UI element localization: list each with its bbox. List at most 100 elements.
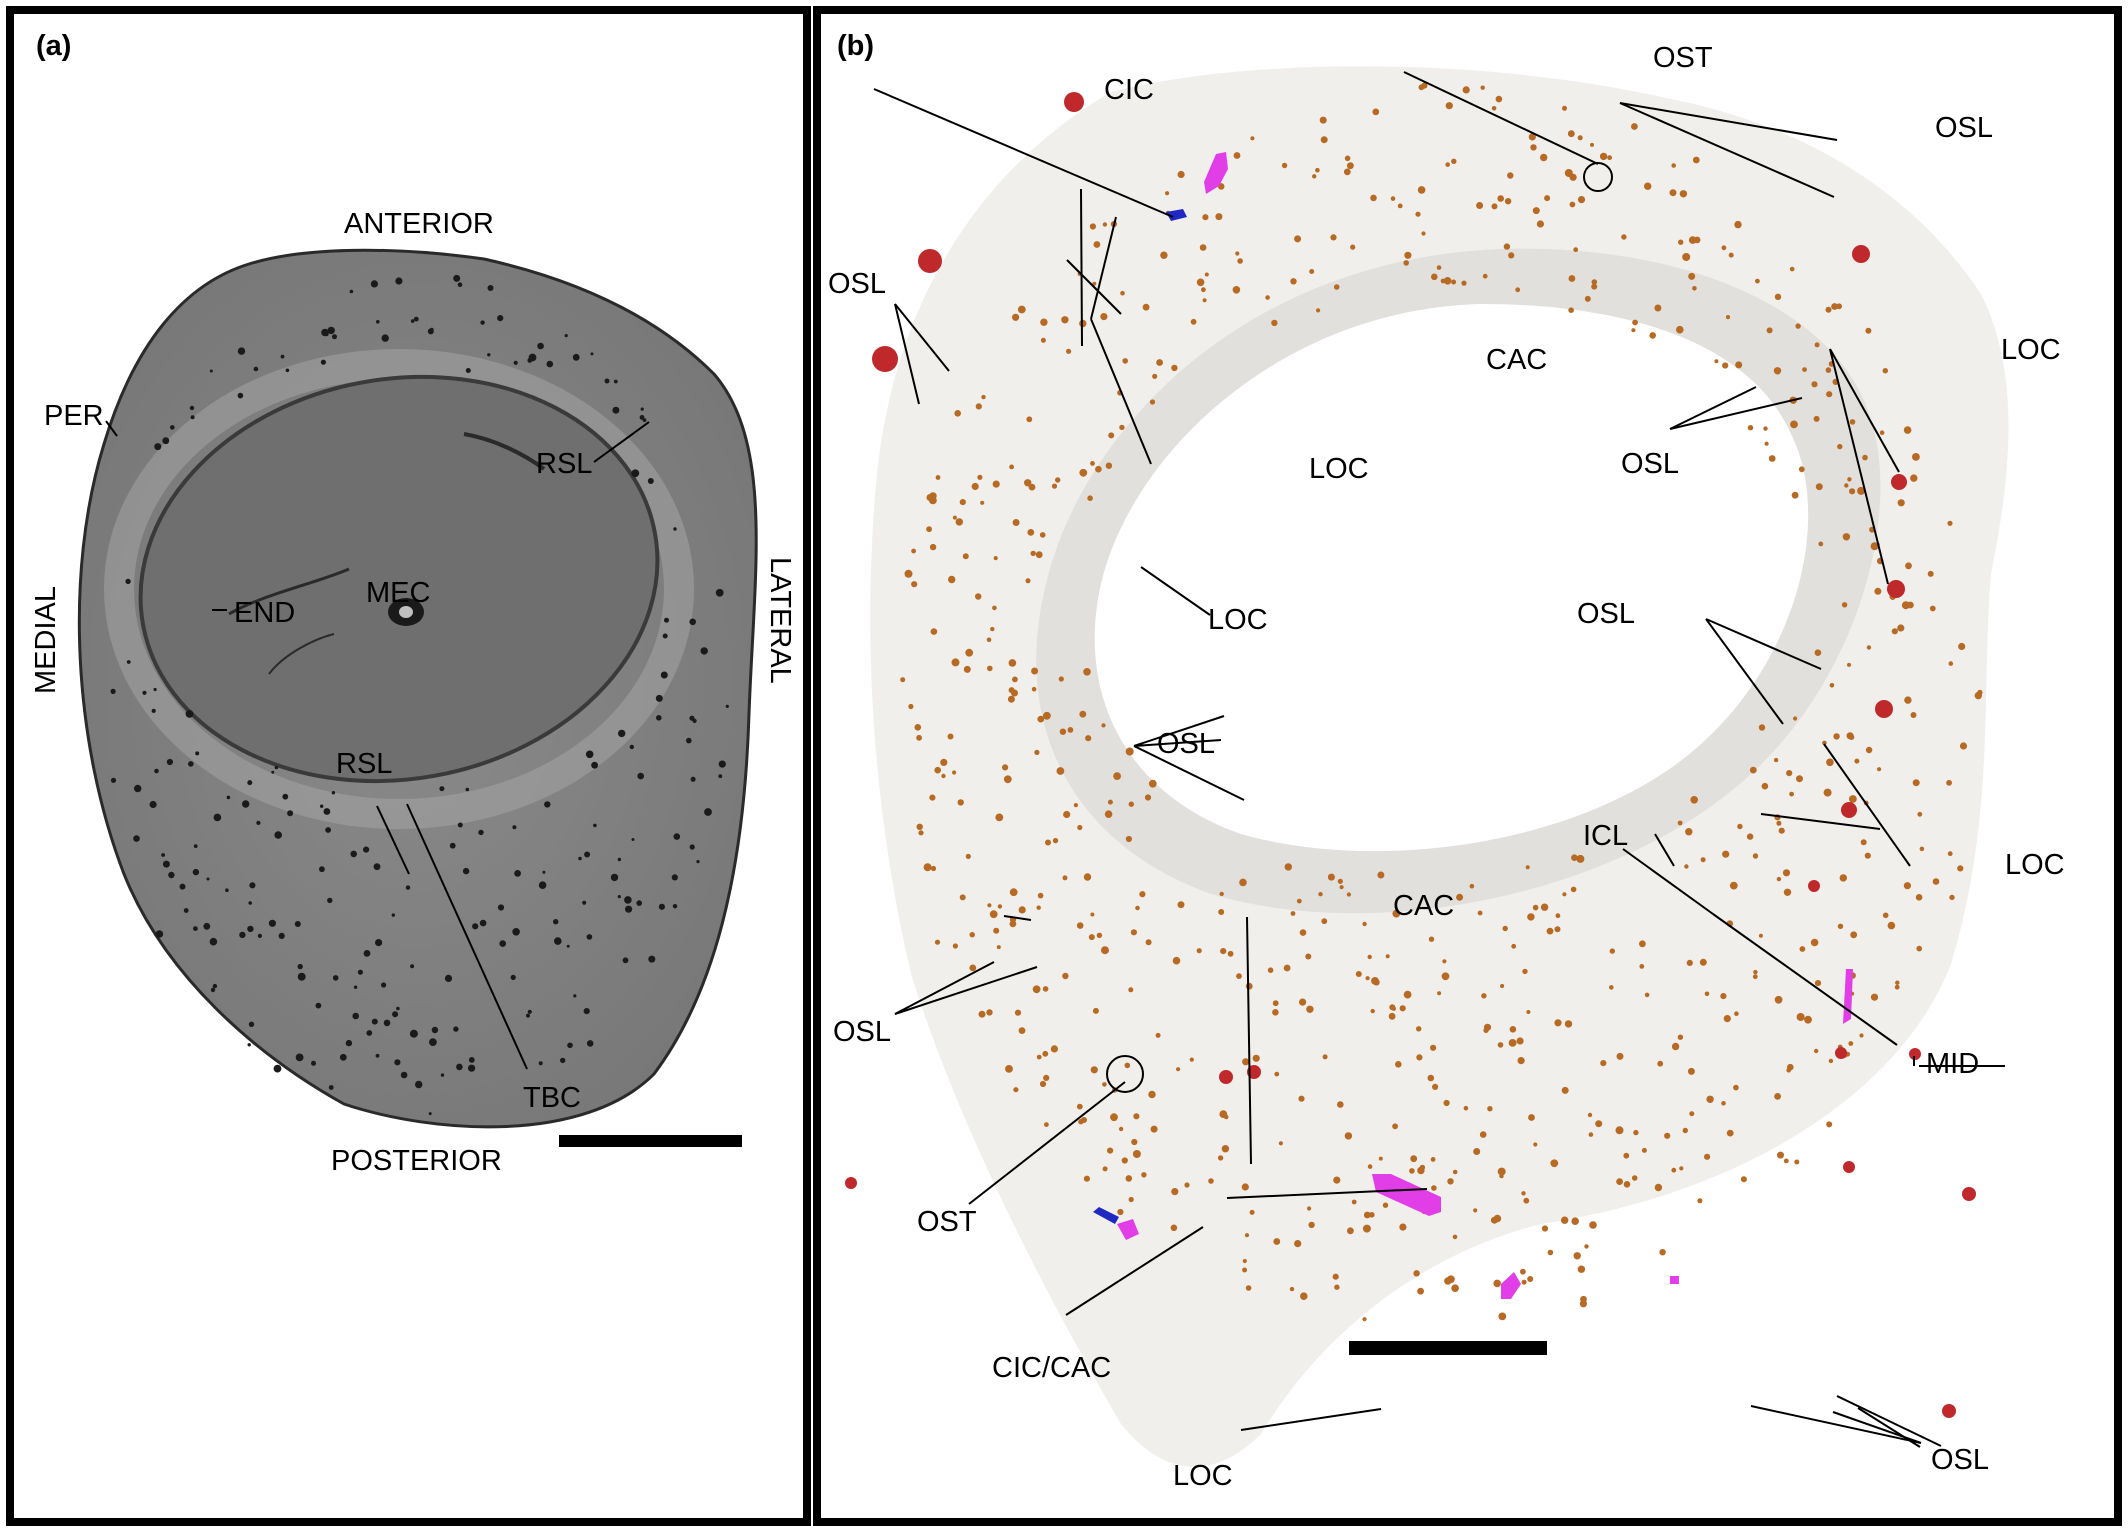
- osteocyte-lacuna: [1561, 1086, 1569, 1094]
- bone-pore: [528, 353, 537, 362]
- bone-pore: [324, 332, 329, 337]
- osteocyte-lacuna: [1417, 1166, 1425, 1175]
- label-loc-right-bottom: LOC: [2005, 849, 2065, 881]
- bone-pore: [625, 905, 633, 913]
- osteocyte-lacuna: [1870, 542, 1879, 551]
- bone-pore: [637, 772, 644, 780]
- osteocyte-lacuna: [963, 665, 971, 673]
- bone-pore: [639, 415, 645, 420]
- osteocyte-lacuna: [1355, 971, 1362, 977]
- osteocyte-lacuna: [1377, 871, 1385, 879]
- osteocyte-lacuna: [1789, 791, 1794, 797]
- osteocyte-lacuna: [1688, 236, 1697, 244]
- osteocyte-lacuna: [1632, 319, 1638, 326]
- osteocyte-lacuna: [1184, 1182, 1190, 1188]
- osteocyte-lacuna: [1497, 1167, 1506, 1176]
- loc-cavity: [1891, 474, 1907, 490]
- osteocyte-lacuna: [1042, 986, 1049, 992]
- osteocyte-lacuna: [1009, 888, 1018, 897]
- osteocyte-lacuna: [1431, 273, 1438, 281]
- osteocyte-lacuna: [1416, 1054, 1423, 1061]
- osteocyte-lacuna: [1671, 163, 1676, 168]
- osteocyte-lacuna: [1156, 359, 1163, 366]
- osteocyte-lacuna: [1522, 968, 1528, 975]
- osteocyte-lacuna: [1447, 1275, 1455, 1284]
- osteocyte-lacuna: [1012, 519, 1020, 526]
- osteocyte-lacuna: [1034, 749, 1040, 756]
- bone-pore: [671, 874, 678, 881]
- osteocyte-lacuna: [1895, 980, 1900, 985]
- bone-pore: [247, 780, 253, 786]
- loc-cavity: [1962, 1187, 1976, 1201]
- osteocyte-lacuna: [1520, 1268, 1526, 1275]
- osteocyte-lacuna: [1421, 231, 1426, 236]
- osteocyte-lacuna: [1607, 155, 1612, 161]
- osteocyte-lacuna: [1144, 794, 1152, 801]
- loc-cavity: [918, 249, 942, 273]
- bone-pore: [642, 418, 647, 422]
- bone-pore: [696, 860, 700, 864]
- osteocyte-lacuna: [1456, 893, 1464, 901]
- osteocyte-lacuna: [1528, 133, 1536, 141]
- osteocyte-lacuna: [1289, 1286, 1295, 1292]
- osteocyte-lacuna: [1087, 495, 1093, 502]
- bone-pore: [662, 633, 668, 639]
- osteocyte-lacuna: [1568, 275, 1576, 282]
- osteocyte-lacuna: [1919, 846, 1925, 852]
- osteocyte-lacuna: [1110, 1113, 1118, 1122]
- bone-pore: [188, 761, 194, 767]
- bone-pore: [487, 285, 494, 291]
- osteocyte-lacuna: [1090, 1066, 1098, 1074]
- bone-pore: [110, 777, 117, 783]
- osteocyte-lacuna: [1587, 1112, 1593, 1118]
- label-rsl-bottom: RSL: [336, 748, 393, 780]
- bone-pore: [352, 1012, 360, 1020]
- bone-pore: [715, 588, 724, 597]
- osteocyte-lacuna: [1148, 1090, 1156, 1099]
- osteocyte-lacuna: [1677, 1034, 1684, 1040]
- osteocyte-lacuna: [1562, 105, 1567, 111]
- osteocyte-lacuna: [1227, 950, 1234, 957]
- osteocyte-lacuna: [1686, 959, 1693, 967]
- osteocyte-lacuna: [1903, 426, 1912, 434]
- osteocyte-lacuna: [1879, 430, 1885, 436]
- osteocyte-lacuna: [1910, 712, 1917, 718]
- osteocyte-lacuna: [1699, 958, 1707, 966]
- bone-pore: [497, 315, 504, 322]
- osteocyte-lacuna: [1003, 775, 1012, 784]
- osteocyte-lacuna: [1451, 1284, 1459, 1292]
- bone-pore: [271, 770, 275, 774]
- osteocyte-lacuna: [1399, 1005, 1406, 1012]
- bone-pore: [183, 908, 189, 913]
- osteocyte-lacuna: [1050, 1045, 1058, 1053]
- osteocyte-lacuna: [1363, 1211, 1371, 1219]
- osteocyte-lacuna: [1591, 283, 1598, 290]
- panel-label-b: (b): [837, 30, 875, 62]
- bone-pore: [538, 1061, 543, 1066]
- bone-pore: [439, 786, 445, 792]
- osteocyte-lacuna: [959, 894, 966, 901]
- osteocyte-lacuna: [1395, 1061, 1402, 1068]
- osteocyte-lacuna: [987, 665, 993, 672]
- bone-pore: [622, 957, 629, 964]
- orientation-medial: MEDIAL: [30, 586, 62, 694]
- bone-pore: [583, 1008, 590, 1015]
- osteocyte-lacuna: [1508, 1039, 1517, 1047]
- osteocyte-lacuna: [1081, 1117, 1087, 1123]
- osteocyte-lacuna: [1430, 1157, 1436, 1162]
- bone-pore: [149, 800, 157, 809]
- bone-pore: [323, 808, 331, 815]
- osteocyte-lacuna: [1528, 1114, 1535, 1121]
- osteocyte-lacuna: [1687, 1067, 1695, 1075]
- osteocyte-lacuna: [1814, 980, 1822, 987]
- bone-pore: [604, 378, 610, 384]
- osteocyte-lacuna: [1499, 1173, 1504, 1179]
- bone-pore: [430, 327, 434, 332]
- bone-pore: [640, 407, 644, 411]
- osteocyte-lacuna: [1344, 155, 1351, 162]
- osteocyte-lacuna: [1337, 878, 1343, 884]
- osteocyte-lacuna: [1142, 303, 1150, 311]
- bone-pore: [440, 1073, 445, 1077]
- osteocyte-lacuna: [1786, 770, 1793, 777]
- osteocyte-lacuna: [1849, 795, 1857, 803]
